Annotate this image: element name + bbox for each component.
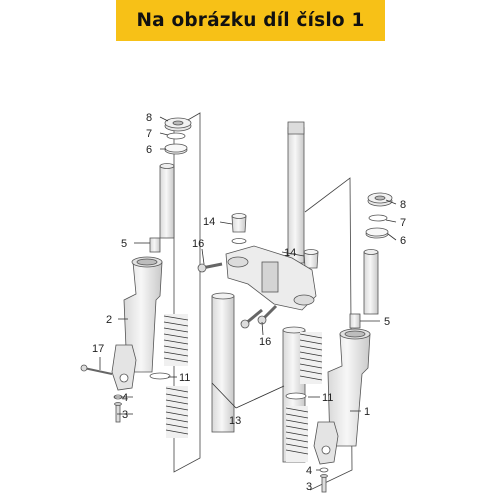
callout-right-1: 1 [364, 406, 370, 418]
callout-right-8: 8 [400, 199, 406, 211]
callout-center-11: 11 [179, 372, 190, 384]
right-spring-washer [285, 392, 307, 400]
left-washer [166, 132, 186, 140]
left-bottom-bolt [114, 402, 122, 423]
callout-leader-lines [99, 116, 397, 471]
left-ring [164, 143, 188, 155]
right-bottom-bolt [320, 474, 328, 493]
callout-center-16-bottom: 16 [259, 336, 271, 348]
callout-right-7: 7 [400, 217, 406, 229]
right-fork-assembly [313, 192, 393, 493]
left-bushing [231, 213, 247, 244]
title-banner: Na obrázku díl číslo 1 [116, 0, 385, 41]
right-outer-slider [313, 328, 371, 465]
left-fork-assembly [80, 117, 192, 423]
callout-labels: 8 7 6 5 2 17 4 3 14 16 14 16 11 13 8 7 6… [92, 112, 406, 493]
callout-left-5: 5 [121, 238, 127, 250]
left-spacer [149, 237, 161, 253]
left-damper-rod [211, 295, 235, 433]
left-spring-upper [163, 314, 189, 366]
right-spring-upper [299, 332, 323, 384]
right-inner-tube [363, 251, 379, 315]
right-top-nut [367, 192, 393, 207]
callout-right-3: 3 [306, 481, 312, 493]
left-outer-slider [111, 256, 163, 391]
callout-left-17: 17 [92, 343, 104, 355]
callout-center-14-right: 14 [284, 247, 296, 259]
clamp-bolt-bottom-b [257, 304, 278, 325]
center-assembly [149, 121, 323, 463]
steering-stem [287, 121, 305, 264]
callout-right-5: 5 [384, 316, 390, 328]
right-washer [368, 214, 388, 222]
lower-triple-clamp [225, 245, 317, 311]
callout-center-16-top: 16 [192, 238, 204, 250]
banner-text: Na obrázku díl číslo 1 [136, 10, 365, 31]
callout-left-6: 6 [146, 144, 152, 156]
clamp-bolt-top [197, 262, 223, 273]
left-axle-screw [80, 364, 113, 375]
callout-center-14-left: 14 [203, 216, 215, 228]
callout-left-4: 4 [122, 392, 128, 404]
callout-left-7: 7 [146, 128, 152, 140]
clamp-bolt-bottom-a [240, 308, 263, 329]
callout-right-6: 6 [400, 235, 406, 247]
callout-left-8: 8 [146, 112, 152, 124]
left-spring-lower [165, 386, 189, 438]
callout-right-4: 4 [306, 465, 312, 477]
left-inner-tube [159, 165, 175, 239]
right-spring-lower [285, 406, 309, 462]
right-bolt-washer [319, 467, 329, 473]
callout-center-13: 13 [229, 415, 241, 427]
right-ring [365, 227, 389, 239]
left-spring-washer [149, 372, 171, 380]
left-top-nut [164, 117, 192, 132]
callout-left-2: 2 [106, 314, 112, 326]
callout-left-3: 3 [122, 409, 128, 421]
right-spacer [349, 313, 361, 329]
callout-right-11: 11 [322, 392, 333, 404]
